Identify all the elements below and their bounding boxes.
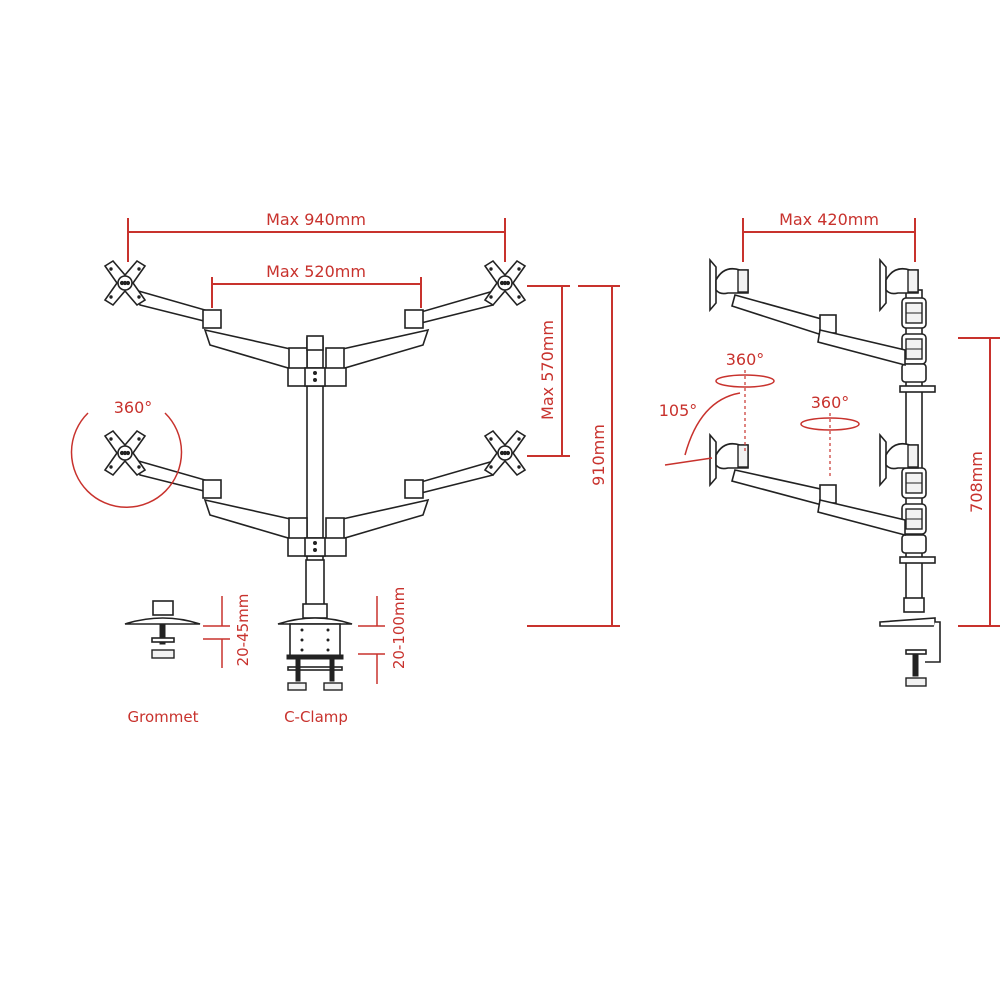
dim-max-570: Max 570mm — [527, 285, 570, 457]
svg-text:105°: 105° — [659, 401, 698, 420]
svg-text:360°: 360° — [114, 398, 153, 417]
svg-text:20-100mm: 20-100mm — [390, 587, 408, 669]
svg-text:708mm: 708mm — [967, 451, 986, 513]
dim-max-940: Max 940mm — [127, 210, 506, 262]
svg-text:360°: 360° — [811, 393, 850, 412]
dim-910: 910mm — [527, 285, 620, 627]
side-upper-arm — [709, 259, 919, 367]
svg-text:Max 940mm: Max 940mm — [266, 210, 366, 229]
dim-c-clamp: 20-100mm — [358, 587, 408, 684]
grommet-mount — [124, 600, 201, 659]
svg-text:Max 520mm: Max 520mm — [266, 262, 366, 281]
swivel-360-top: 360° — [715, 350, 775, 452]
tilt-105: 105° — [659, 392, 741, 466]
upper-arms — [104, 260, 526, 387]
dim-max-420: Max 420mm — [742, 210, 916, 262]
side-clamp — [879, 597, 941, 687]
side-lower-arm — [709, 434, 919, 537]
svg-text:910mm: 910mm — [589, 424, 608, 486]
side-view: Max 420mm — [659, 210, 1000, 687]
lower-arms — [104, 430, 526, 557]
svg-text:360°: 360° — [726, 350, 765, 369]
c-clamp-mount — [277, 559, 353, 691]
dim-708: 708mm — [958, 337, 1000, 627]
c-clamp-label: C-Clamp — [284, 708, 348, 726]
rotation-360-indicator: 360° — [70, 398, 183, 508]
swivel-360-mid: 360° — [800, 393, 860, 478]
grommet-label: Grommet — [128, 708, 199, 726]
dim-grommet: 20-45mm — [203, 594, 252, 668]
svg-text:Max 420mm: Max 420mm — [779, 210, 879, 229]
svg-text:Max 570mm: Max 570mm — [538, 320, 557, 420]
front-view: Max 940mm Max 520mm — [70, 210, 620, 726]
dim-max-520: Max 520mm — [211, 262, 422, 308]
svg-text:20-45mm: 20-45mm — [234, 594, 252, 667]
